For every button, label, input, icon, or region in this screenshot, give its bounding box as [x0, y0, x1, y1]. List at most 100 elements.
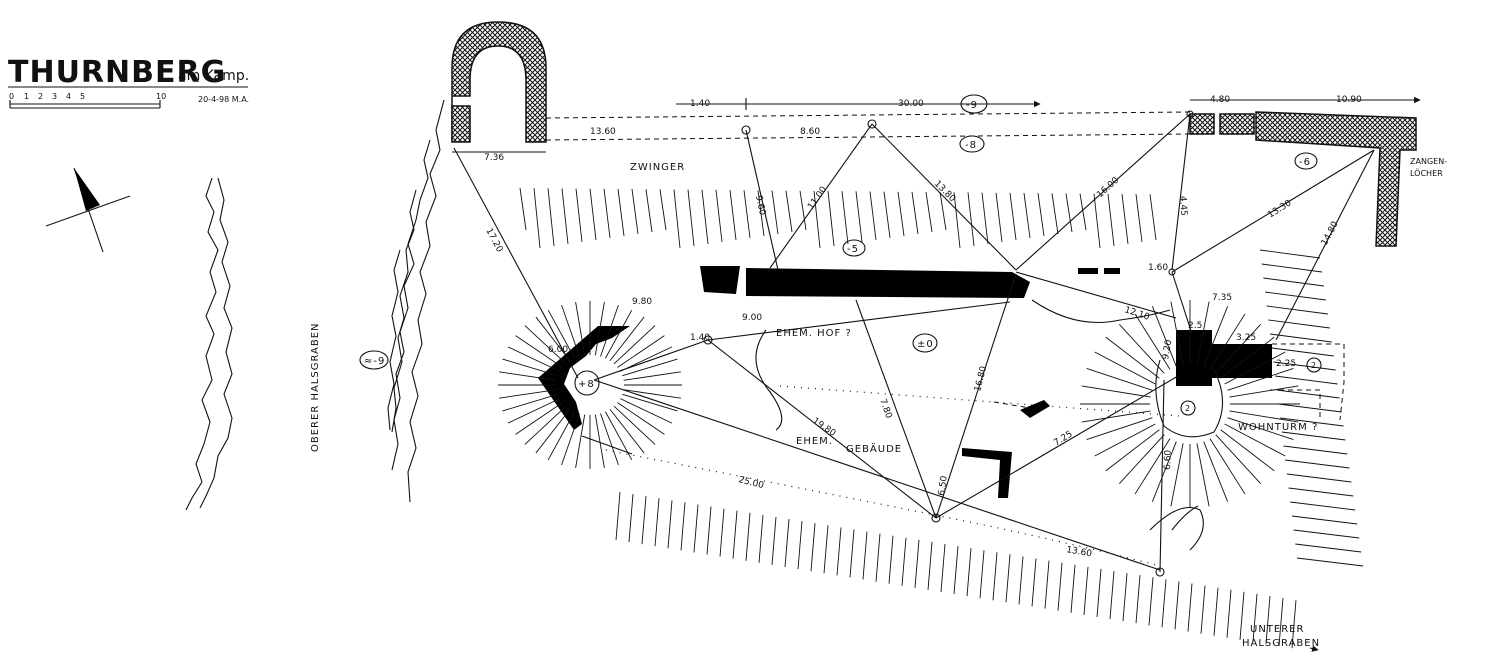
hachure-tick	[641, 496, 647, 545]
hachure-tick	[883, 191, 891, 239]
hachure-tick	[1018, 556, 1024, 605]
scale-tick: 1	[24, 92, 29, 101]
hachure-tick	[939, 192, 947, 231]
hachure-tick	[995, 192, 1003, 243]
hachure-tick	[1105, 336, 1160, 379]
hachure-tick	[1290, 501, 1356, 511]
gate-tower	[451, 21, 547, 143]
hachure-tick	[1187, 583, 1193, 632]
survey-rays	[453, 110, 1375, 577]
hachure-tick	[1229, 410, 1299, 423]
dim-14-45: 4.45	[1177, 196, 1188, 217]
hachure-tick	[1296, 557, 1364, 567]
hachure-tick	[849, 529, 855, 578]
hachure-tick	[1229, 385, 1299, 398]
hachure-tick	[981, 192, 989, 245]
hachure-tick	[1286, 473, 1352, 483]
hachure-tick	[1220, 336, 1275, 379]
hachure-tick	[1275, 375, 1338, 385]
hachure-tick	[524, 405, 567, 445]
upper-moat: OBERER HALSGRABEN	[185, 177, 321, 511]
dim-1-40: 1.40	[690, 99, 710, 109]
hachure-tick	[507, 346, 560, 372]
hachure-tick	[600, 413, 619, 466]
hachure-tick	[1280, 417, 1344, 427]
hachure-tick	[533, 188, 541, 249]
hachure-tick	[654, 498, 660, 547]
hachure-tick	[617, 402, 665, 435]
hachure-tick	[623, 389, 681, 399]
hachure-tick	[836, 527, 842, 576]
hachure-tick	[1107, 193, 1115, 247]
hachure-tick	[535, 316, 571, 362]
hachure-tick	[1005, 554, 1011, 603]
level-two-a: 2	[1185, 404, 1190, 413]
hachure-tick	[515, 402, 563, 435]
area-labels: ZWINGER EHEM. HOF ? EHEM. GEBÄUDE UNTERE…	[630, 162, 1319, 652]
hachure-tick	[1151, 441, 1177, 502]
label-wohnturm: WOHNTURM ?	[1238, 422, 1318, 433]
hachure-tick	[1148, 577, 1154, 626]
hachure-tick	[617, 188, 625, 237]
hachure-tick	[1149, 194, 1157, 241]
dim-7-35: 7.35	[1212, 293, 1232, 303]
hachure-tick	[1170, 443, 1184, 507]
hachure-tick	[953, 192, 961, 249]
hachure-tick	[1070, 564, 1076, 613]
hachure-tick	[715, 189, 723, 243]
hachure-tick	[499, 389, 557, 399]
hachure-tick	[507, 398, 560, 424]
level-minus-5: -5	[847, 244, 859, 255]
level-minus-9-top: -9	[966, 100, 978, 111]
scale-tick: 4	[66, 92, 71, 101]
hachure-tick	[502, 358, 558, 377]
hachure-tick	[673, 189, 681, 249]
hachure-tick	[1224, 423, 1286, 457]
plan-title: THURNBERG	[8, 55, 226, 90]
hachure-tick	[953, 546, 959, 595]
hachure-tick	[1276, 389, 1340, 399]
hachure-tick	[1009, 192, 1017, 241]
hachure-tick	[609, 316, 645, 362]
dim-9-80: 9.80	[632, 297, 652, 307]
hachure-tick	[1278, 403, 1342, 413]
hachure-tick	[575, 301, 586, 356]
dim-30-00: 30.00	[898, 99, 924, 109]
scale-tick: 0	[9, 92, 14, 101]
hachure-tick	[620, 346, 673, 372]
hachure-tick	[1086, 368, 1153, 391]
hachure-tick	[914, 539, 920, 588]
level-minus-6: -6	[1299, 157, 1311, 168]
label-zangen-1: ZANGEN-	[1410, 157, 1447, 166]
hachure-tick	[1118, 324, 1165, 374]
hachure-tick	[927, 541, 933, 590]
hachure-tick	[667, 500, 673, 549]
dim-16-80: 16.80	[973, 365, 989, 393]
level-markers: -9 -8 -6 -5 ≈-9 +8 ±0 2 2	[359, 94, 1322, 416]
hachure-tick	[1121, 193, 1129, 245]
north-curtain-wall	[700, 266, 1120, 298]
dim-8-60: 8.60	[800, 127, 820, 137]
dim-10-90: 10.90	[1336, 95, 1362, 105]
hachure-tick	[979, 550, 985, 599]
hachure-tick	[729, 190, 737, 241]
hachure-tick	[1288, 487, 1354, 497]
hachure-tick	[1213, 587, 1219, 636]
dim-6-50: 6.50	[937, 475, 950, 497]
hachure-tick	[1044, 560, 1050, 609]
dimension-lines-top: 1.40 30.00 4.80 10.90 13.60 8.60 7.36	[452, 95, 1421, 163]
hachure-tick	[1174, 581, 1180, 630]
hachure-tick	[1200, 585, 1206, 634]
hachure-tick	[1295, 543, 1362, 553]
hachure-tick	[575, 188, 583, 243]
hachure-tick	[732, 510, 738, 559]
hachure-tick	[706, 506, 712, 555]
hachure-tick	[1135, 575, 1141, 624]
hachure-tick	[499, 371, 557, 381]
level-minus-8: -8	[965, 140, 977, 151]
hachure-tick	[967, 192, 975, 247]
hachure-tick	[743, 190, 751, 239]
hachure-tick	[1031, 558, 1037, 607]
dim-13-80: 13.80	[932, 179, 957, 204]
dim-25-00: 25.00	[737, 475, 765, 491]
